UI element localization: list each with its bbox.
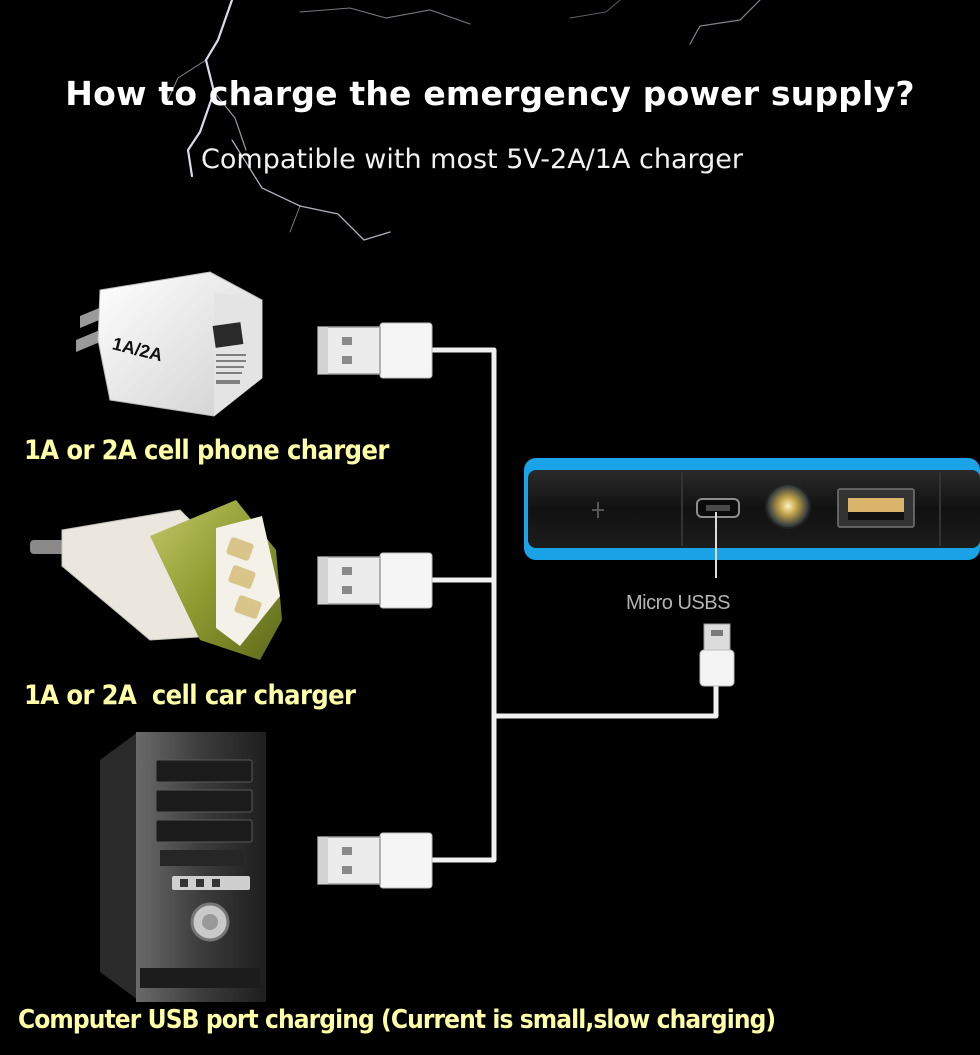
page-subtitle: Compatible with most 5V-2A/1A charger xyxy=(201,144,743,175)
wall-charger-caption: 1A or 2A cell phone charger xyxy=(24,435,389,466)
usb-plug-icon xyxy=(317,322,433,379)
wall-charger-icon: 1A/2A xyxy=(76,271,263,417)
micro-usb-plug-icon xyxy=(699,623,735,687)
page-title: How to charge the emergency power supply… xyxy=(65,74,915,113)
cable-network xyxy=(429,347,719,863)
lightning-decoration xyxy=(165,0,761,241)
usb-plug-icon xyxy=(317,552,433,609)
car-charger-caption: 1A or 2A cell car charger xyxy=(24,680,356,711)
usb-plug-icon xyxy=(317,832,433,889)
car-charger-icon xyxy=(30,500,282,660)
micro-usb-port-icon xyxy=(696,498,740,518)
flashlight-led-icon xyxy=(765,483,811,529)
computer-usb-caption: Computer USB port charging (Current is s… xyxy=(18,1005,776,1035)
computer-tower-icon xyxy=(100,732,266,1002)
micro-usb-label: Micro USBS xyxy=(626,592,730,614)
usb-output-port-icon xyxy=(837,488,915,528)
power-bank-device xyxy=(524,458,980,578)
